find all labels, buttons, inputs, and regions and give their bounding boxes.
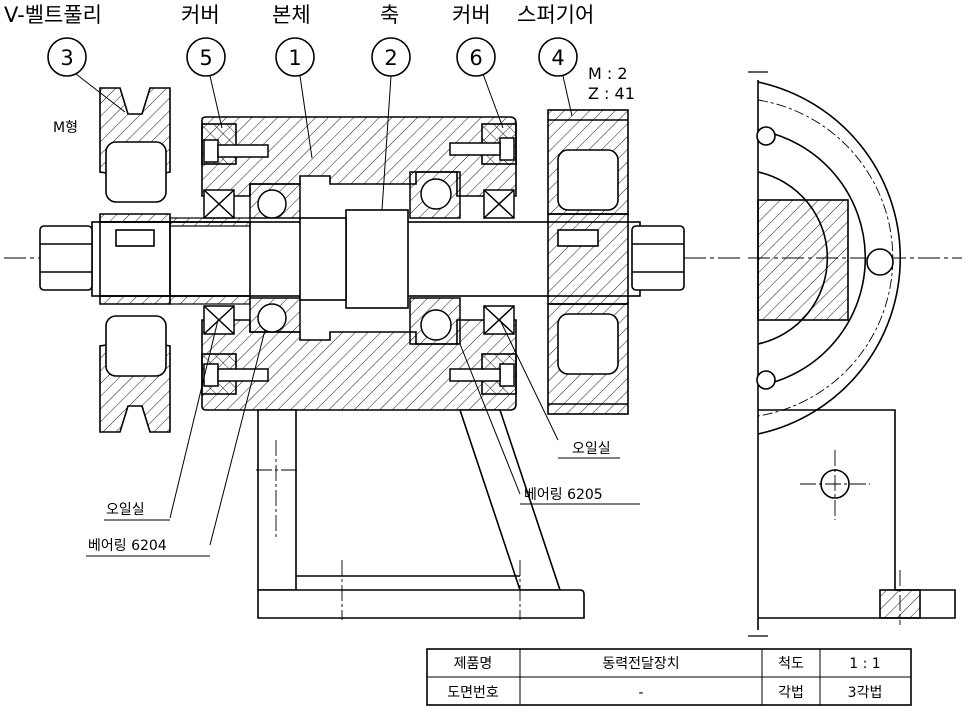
part-label-shaft: 축 <box>380 3 399 27</box>
title-value-product: 동력전달장치 <box>602 656 679 672</box>
svg-text:4: 4 <box>551 46 564 70</box>
title-value-scale: 1 : 1 <box>849 656 880 672</box>
part-label-cover-6: 커버 <box>452 3 491 27</box>
callout-oil-seal-left: 오일실 <box>106 502 145 518</box>
spacer-top <box>169 217 251 227</box>
balloon-3: 3 <box>47 37 87 77</box>
svg-text:3: 3 <box>60 46 73 70</box>
gear-module: M : 2 <box>588 64 628 83</box>
spacer-bottom <box>169 295 251 305</box>
part-label-body: 본체 <box>272 3 311 27</box>
title-value-drawing-number: - <box>638 685 643 701</box>
title-label-drawing-number: 도면번호 <box>447 685 499 701</box>
shaft-nuts <box>39 225 685 291</box>
base-centerlines <box>256 440 521 620</box>
oil-seals <box>203 189 515 335</box>
callout-bearing-right: 베어링 6205 <box>524 487 603 503</box>
svg-text:2: 2 <box>384 46 397 70</box>
svg-text:1: 1 <box>288 46 301 70</box>
title-value-projection: 3각법 <box>848 685 883 701</box>
balloon-1: 1 <box>275 37 315 77</box>
title-label-product: 제품명 <box>454 656 493 672</box>
svg-text:6: 6 <box>469 46 482 70</box>
title-block: 제품명 동력전달장치 척도 1 : 1 도면번호 - 각법 3각법 <box>426 648 912 706</box>
callout-bearing-left: 베어링 6204 <box>88 538 167 554</box>
balloon-6: 6 <box>456 37 496 77</box>
pulley-type: M형 <box>53 120 78 136</box>
v-belt-pulley <box>99 87 171 433</box>
balloon-5: 5 <box>186 37 226 77</box>
part-balloons: 3 5 1 2 6 4 <box>47 37 578 77</box>
spur-gear <box>547 109 629 415</box>
body-housing <box>201 116 517 411</box>
part-label-cover-5: 커버 <box>181 3 220 27</box>
title-label-scale: 척도 <box>778 656 804 672</box>
callouts <box>86 319 640 557</box>
part-labels: V-벨트풀리 커버 본체 축 커버 스퍼기어 <box>4 3 594 27</box>
side-view <box>756 80 956 630</box>
balloon-2: 2 <box>371 37 411 77</box>
callout-oil-seal-right: 오일실 <box>572 441 611 457</box>
svg-text:5: 5 <box>199 46 212 70</box>
title-label-projection: 각법 <box>778 685 804 701</box>
gear-teeth: Z : 41 <box>588 84 635 103</box>
part-label-spur-gear: 스퍼기어 <box>517 3 594 27</box>
bolts <box>203 137 515 387</box>
side-centerlines <box>800 450 901 625</box>
part-label-pulley: V-벨트풀리 <box>4 3 102 27</box>
balloon-4: 4 <box>538 37 578 77</box>
bearings <box>249 171 461 345</box>
base-stand <box>257 409 585 619</box>
